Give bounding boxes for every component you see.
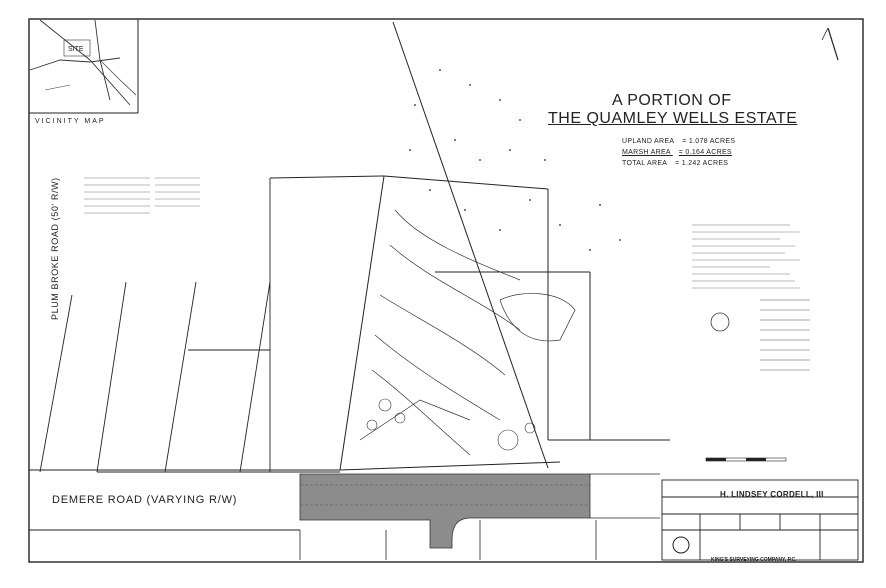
vicinity-map [29,19,139,114]
parcel-lines-left [39,178,340,473]
notes-block [692,224,810,371]
area-value: = 1.242 ACRES [675,160,729,167]
north-symbol-icon [710,312,730,332]
tree-symbols [366,398,536,451]
contour-lines [359,209,576,456]
area-row-upland: UPLAND AREA = 1.078 ACRES [622,138,735,145]
area-label: MARSH AREA [622,149,671,156]
sheet-border [28,18,864,563]
road-paving [299,473,591,549]
north-arrow [821,27,839,61]
area-row-total: TOTAL AREA = 1.242 ACRES [622,160,728,167]
surveyor-name: H. LINDSEY CORDELL, III [720,490,824,499]
area-value: = 0.164 ACRES [678,149,732,156]
demere-road [29,469,660,560]
area-label: TOTAL AREA [622,160,667,167]
legend-block [84,177,200,214]
area-label: UPLAND AREA [622,138,674,145]
main-parcel [269,21,670,471]
surveying-company: KING'S SURVEYING COMPANY, P.C. [711,557,797,563]
area-row-marsh: MARSH AREA = 0.164 ACRES [622,149,732,156]
title-line-1: A PORTION OF [612,92,732,109]
company-seal-icon [672,536,690,554]
area-value: = 1.078 ACRES [682,138,736,145]
scale-bar [705,457,787,462]
marsh-symbols [409,69,621,251]
title-block [661,479,859,561]
plum-broke-road-label: PLUM BROKE ROAD (50' R/W) [50,177,60,320]
title-line-2: THE QUAMLEY WELLS ESTATE [548,110,798,127]
vicinity-map-label: VICINITY MAP [35,118,106,125]
vicinity-site-label: SITE [68,46,84,53]
demere-road-label: DEMERE ROAD (VARYING R/W) [52,494,238,506]
